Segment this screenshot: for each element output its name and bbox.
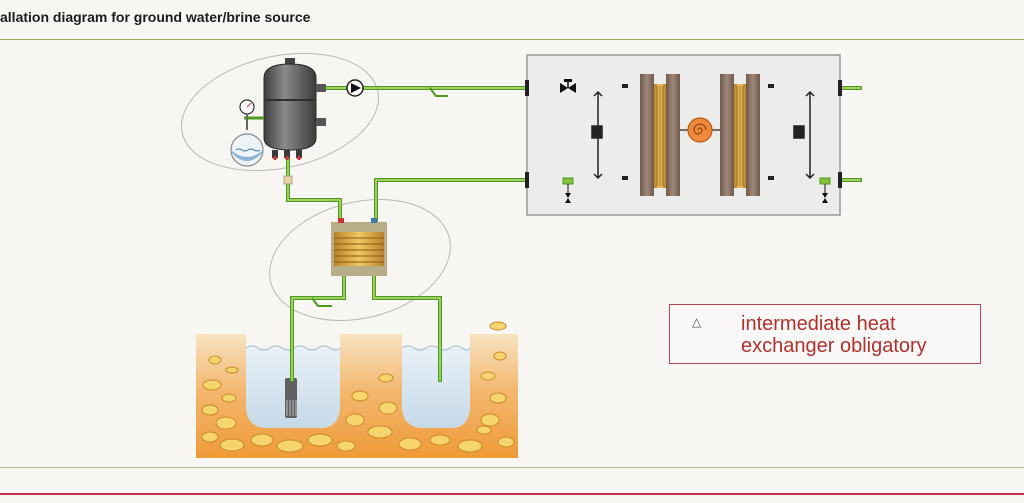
shutoff-valve-icon: [560, 79, 576, 93]
warning-triangle-icon: △: [692, 315, 702, 329]
circulation-pump-icon: [346, 79, 364, 97]
drain-valve-right-icon: [819, 177, 831, 203]
heat-pump-unit: [525, 54, 842, 216]
ground-section: [196, 321, 518, 458]
flow-switches: [591, 90, 815, 180]
pipe-supports: [311, 87, 448, 307]
intermediate-hx-outline: [269, 198, 451, 322]
pipe-fitting: [283, 175, 293, 185]
note-line-2: exchanger obligatory: [741, 335, 927, 357]
drain-valve-left-icon: [562, 177, 574, 203]
note-box: △ intermediate heat exchanger obligatory: [669, 304, 981, 364]
note-line-1: intermediate heat: [741, 313, 896, 335]
header-divider: [0, 39, 1024, 40]
soil-stones: [201, 321, 515, 453]
evaporator: [640, 74, 680, 196]
brine-unit-outline: [180, 52, 380, 172]
pressure-gauge-icon: [239, 99, 264, 130]
note-text: intermediate heat exchanger obligatory: [741, 313, 927, 357]
condenser: [720, 74, 760, 196]
intermediate-heat-exchanger: [331, 218, 387, 276]
submersible-pump: [285, 378, 297, 418]
page-title: allation diagram for ground water/brine …: [0, 9, 311, 25]
footer-divider: [0, 467, 1024, 468]
footer-accent-rule: [0, 493, 1024, 495]
brine-tank: [263, 58, 326, 160]
compressor-icon: [680, 117, 720, 143]
well-right-water: [402, 348, 470, 428]
expansion-vessel-icon: [230, 133, 264, 167]
